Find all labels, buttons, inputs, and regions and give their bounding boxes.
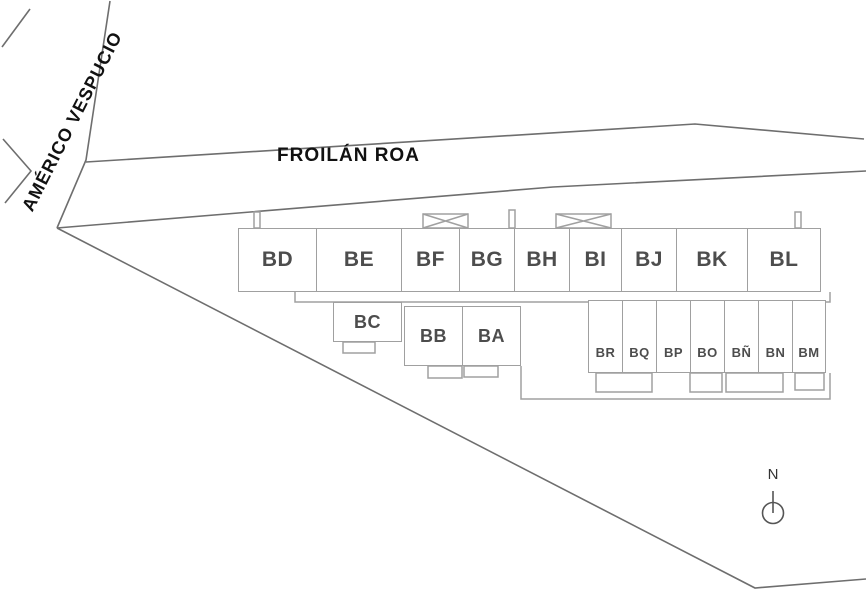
building-bn-tilde: BÑ <box>725 301 759 372</box>
roof-hatch-1-cross <box>422 213 469 229</box>
pad-below-bnn-bn <box>725 372 784 393</box>
building-bi: BI <box>570 229 622 291</box>
road-corner-stroke-left <box>2 138 33 204</box>
walkway-under-top-row <box>294 292 831 303</box>
road-froilan-roa-lower-edge <box>56 170 866 229</box>
building-bc: BC <box>333 302 402 342</box>
building-bh: BH <box>515 229 570 291</box>
building-br: BR <box>589 301 623 372</box>
building-bq: BQ <box>623 301 657 372</box>
building-bj: BJ <box>622 229 677 291</box>
building-bk: BK <box>677 229 748 291</box>
roof-tick-2 <box>508 209 516 229</box>
building-bd: BD <box>239 229 317 291</box>
north-arrow-icon <box>761 491 785 525</box>
pad-below-bo <box>689 372 723 393</box>
building-bn: BN <box>759 301 793 372</box>
building-bm: BM <box>798 345 820 360</box>
building-row-top: BD BE BF BG BH BI BJ BK BL <box>238 228 821 292</box>
building-be: BE <box>317 229 402 291</box>
site-boundary <box>56 227 866 589</box>
street-label-froilan-roa: FROILÁN ROA <box>277 145 420 166</box>
building-bl: BL <box>769 248 799 271</box>
roof-tick-3 <box>794 211 802 229</box>
roof-tick-1 <box>253 211 261 229</box>
pad-below-bm <box>794 372 825 391</box>
road-americo-vespucio-edge <box>56 0 111 229</box>
roof-hatch-2-cross <box>555 213 612 229</box>
pad-below-bb <box>427 365 463 379</box>
building-ba: BA <box>478 325 505 346</box>
road-froilan-roa-upper-edge <box>85 123 865 163</box>
road-corner-stroke-top <box>1 8 31 48</box>
north-label: N <box>767 466 779 483</box>
building-bp: BP <box>657 301 691 372</box>
building-bf: BF <box>402 229 460 291</box>
building-bg: BG <box>460 229 515 291</box>
bc-step <box>342 341 376 354</box>
building-row-small: BR BQ BP BO BÑ BN BM <box>588 300 826 373</box>
building-bo: BO <box>691 301 725 372</box>
building-row-mid: BB BA <box>404 306 521 366</box>
building-bb: BB <box>405 307 463 365</box>
pad-below-ba <box>463 365 499 378</box>
pad-below-br-bq <box>595 372 653 393</box>
